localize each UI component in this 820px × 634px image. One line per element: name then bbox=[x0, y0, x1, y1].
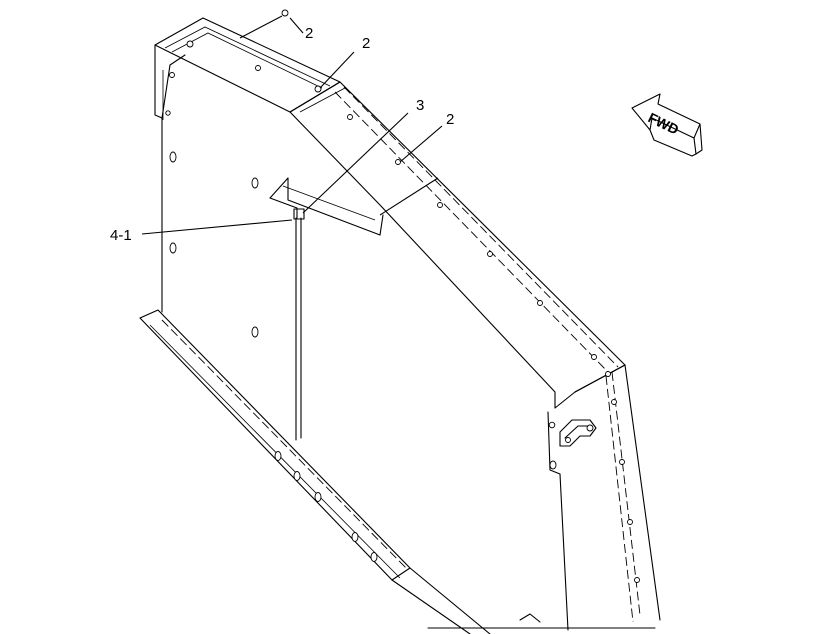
leader-lines bbox=[141, 15, 443, 235]
callout-labels: 2 2 3 2 4-1 bbox=[110, 25, 454, 244]
left-side-panel bbox=[154, 44, 259, 338]
fastener-bolts bbox=[186, 9, 611, 377]
mounting-bracket bbox=[269, 177, 384, 236]
callout-2-rail: 2 bbox=[362, 35, 370, 52]
callout-3-bracket: 3 bbox=[416, 97, 424, 114]
forward-arrow-icon: FWD bbox=[631, 93, 703, 157]
latch-hardware bbox=[559, 419, 597, 447]
top-rail bbox=[154, 17, 626, 393]
callout-4-1-panel: 4-1 bbox=[110, 227, 132, 244]
callout-2-top-bolt: 2 bbox=[305, 25, 313, 42]
right-frame bbox=[427, 364, 661, 631]
callout-2-side-rail: 2 bbox=[446, 111, 454, 128]
center-panel bbox=[289, 111, 556, 441]
bottom-rail bbox=[139, 309, 491, 634]
